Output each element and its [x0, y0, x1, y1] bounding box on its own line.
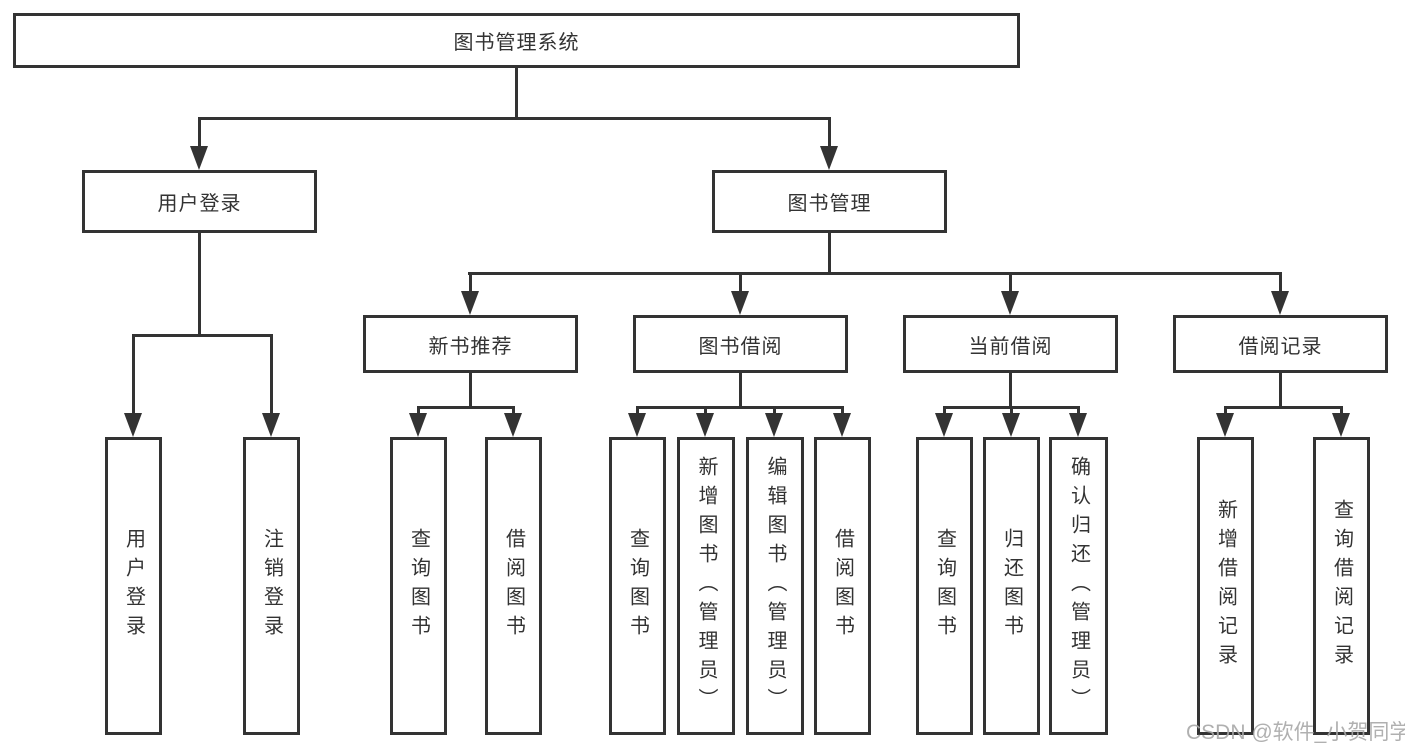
arrow-down-icon [765, 413, 783, 437]
arrow-down-icon [461, 291, 479, 315]
leaf-add-borrow-record-label: 新增借阅记录 [1214, 499, 1237, 673]
arrow-down-icon [1332, 413, 1350, 437]
arrow-down-icon [1271, 291, 1289, 315]
arrow-down-icon [1069, 413, 1087, 437]
edge-management-drop-1 [469, 272, 472, 294]
node-borrow-record-label: 借阅记录 [1238, 335, 1323, 358]
arrow-down-icon [504, 413, 522, 437]
leaf-edit-books-admin: 编辑图书（管理员） [746, 437, 804, 735]
edge-login-drop-1 [132, 334, 135, 416]
edge-management-drop-4 [1279, 272, 1282, 294]
arrow-down-icon [731, 291, 749, 315]
edge-management-rail [468, 272, 1281, 275]
leaf-logout-label: 注销登录 [260, 528, 283, 644]
edge-root-stem [515, 68, 518, 120]
edge-login-drop-2 [270, 334, 273, 416]
edge-group3-stem [1279, 373, 1282, 409]
leaf-query-borrow-record-label: 查询借阅记录 [1330, 499, 1353, 673]
leaf-return-books-label: 归还图书 [1000, 528, 1023, 644]
edge-group1-drop-3 [773, 406, 776, 416]
node-book-borrow-label: 图书借阅 [698, 335, 783, 358]
edge-management-drop-3 [1009, 272, 1012, 294]
edge-group0-drop-2 [512, 406, 515, 416]
leaf-current-query-books-label: 查询图书 [933, 528, 956, 644]
edge-group1-rail [636, 406, 844, 409]
arrow-down-icon [1002, 413, 1020, 437]
edge-group1-drop-1 [636, 406, 639, 416]
edge-root-drop-management [828, 117, 831, 149]
edge-group2-drop-2 [1010, 406, 1013, 416]
node-user-login-label: 用户登录 [157, 193, 242, 215]
leaf-user-login-label: 用户登录 [122, 528, 145, 644]
arrow-down-icon [820, 146, 838, 170]
leaf-borrow-query-books-label: 查询图书 [626, 528, 649, 644]
edge-login-rail [132, 334, 273, 337]
arrow-down-icon [409, 413, 427, 437]
node-current-borrow: 当前借阅 [903, 315, 1118, 373]
arrow-down-icon [124, 413, 142, 437]
edge-group2-stem [1009, 373, 1012, 409]
edge-group2-drop-1 [943, 406, 946, 416]
leaf-recommend-borrow-books: 借阅图书 [485, 437, 542, 735]
arrow-down-icon [628, 413, 646, 437]
arrow-down-icon [1001, 291, 1019, 315]
node-root: 图书管理系统 [13, 13, 1020, 68]
leaf-current-query-books: 查询图书 [916, 437, 973, 735]
node-book-management: 图书管理 [712, 170, 947, 233]
leaf-confirm-return-admin-label: 确认归还（管理员） [1067, 455, 1090, 717]
leaf-add-borrow-record: 新增借阅记录 [1197, 437, 1254, 735]
leaf-borrow-books: 借阅图书 [814, 437, 871, 735]
node-user-login: 用户登录 [82, 170, 317, 233]
arrow-down-icon [833, 413, 851, 437]
leaf-logout: 注销登录 [243, 437, 300, 735]
edge-root-rail [198, 117, 831, 120]
arrow-down-icon [935, 413, 953, 437]
arrow-down-icon [696, 413, 714, 437]
leaf-confirm-return-admin: 确认归还（管理员） [1049, 437, 1108, 735]
edge-group1-stem [739, 373, 742, 409]
edge-group0-drop-1 [417, 406, 420, 416]
edge-group0-rail [417, 406, 515, 409]
leaf-add-books-admin-label: 新增图书（管理员） [695, 455, 717, 717]
arrow-down-icon [1216, 413, 1234, 437]
leaf-query-borrow-record: 查询借阅记录 [1313, 437, 1370, 735]
edge-group1-drop-4 [841, 406, 844, 416]
edge-group0-stem [469, 373, 472, 409]
leaf-return-books: 归还图书 [983, 437, 1040, 735]
arrow-down-icon [190, 146, 208, 170]
edge-group1-drop-2 [704, 406, 707, 416]
node-book-borrow: 图书借阅 [633, 315, 848, 373]
node-new-book-recommend: 新书推荐 [363, 315, 578, 373]
leaf-recommend-query-books-label: 查询图书 [407, 528, 430, 644]
edge-group3-rail [1224, 406, 1343, 409]
node-book-management-label: 图书管理 [787, 193, 872, 215]
edge-root-drop-login [198, 117, 201, 149]
edge-login-stem [198, 233, 201, 336]
edge-management-stem [828, 233, 831, 275]
leaf-edit-books-admin-label: 编辑图书（管理员） [764, 455, 786, 717]
node-root-label: 图书管理系统 [453, 32, 580, 54]
edge-group3-drop-1 [1224, 406, 1227, 416]
edge-management-drop-2 [739, 272, 742, 294]
node-borrow-record: 借阅记录 [1173, 315, 1388, 373]
arrow-down-icon [262, 413, 280, 437]
edge-group3-drop-2 [1340, 406, 1343, 416]
edge-group2-drop-3 [1077, 406, 1080, 416]
node-current-borrow-label: 当前借阅 [968, 335, 1053, 358]
csdn-watermark: CSDN @软件_小贺同学 [1186, 721, 1405, 744]
node-new-book-recommend-label: 新书推荐 [428, 335, 513, 358]
leaf-recommend-query-books: 查询图书 [390, 437, 447, 735]
leaf-recommend-borrow-books-label: 借阅图书 [502, 528, 525, 644]
leaf-borrow-query-books: 查询图书 [609, 437, 666, 735]
leaf-borrow-books-label: 借阅图书 [831, 528, 854, 644]
leaf-user-login: 用户登录 [105, 437, 162, 735]
leaf-add-books-admin: 新增图书（管理员） [677, 437, 735, 735]
